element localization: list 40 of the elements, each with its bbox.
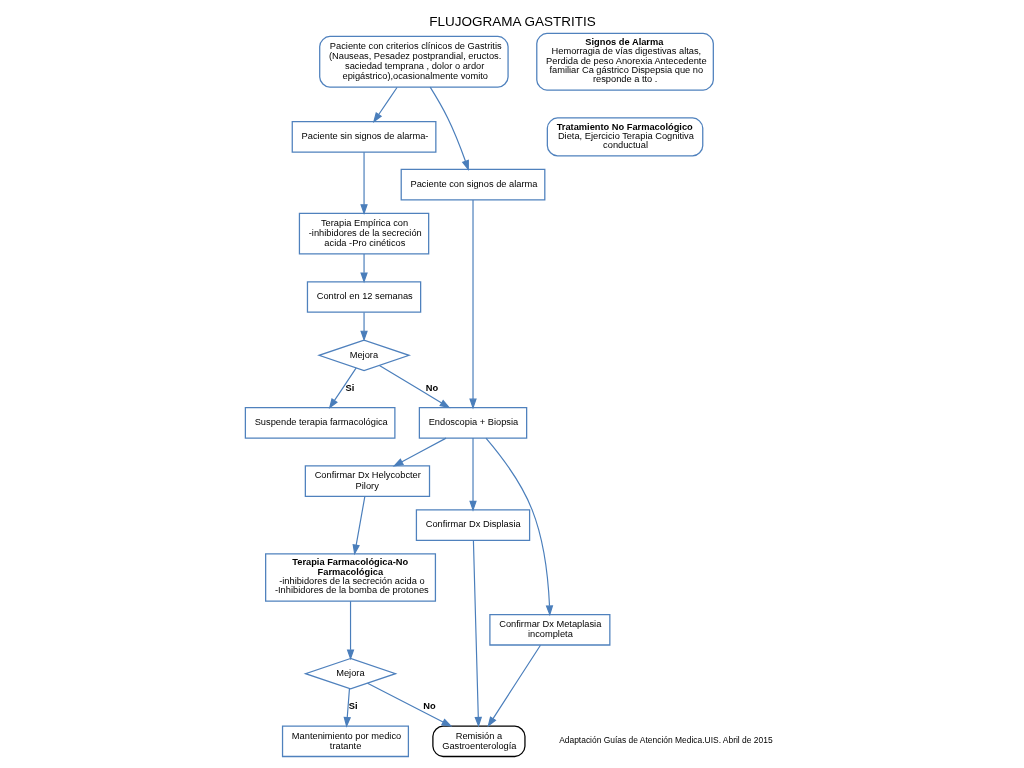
arrow xyxy=(372,86,398,123)
node-box: Terapia Empírica con -inhibidores de la secreción acida -Pro cinéticos xyxy=(298,212,429,255)
caption: Adaptación Guías de Atención Medica.UIS. Abril de 2015 xyxy=(558,735,773,746)
node-box: Paciente sin signos de alarma- xyxy=(291,121,436,153)
node-box: Remisión a Gastroenterología xyxy=(431,725,526,758)
edge-label: No xyxy=(422,701,436,712)
edge-label: Si xyxy=(348,701,358,712)
arrow xyxy=(392,437,447,467)
arrow xyxy=(343,688,351,728)
arrow xyxy=(346,600,354,661)
node-box: Mantenimiento por medico tratante xyxy=(281,725,409,758)
arrow xyxy=(366,682,452,727)
arrow xyxy=(472,539,482,728)
node-box: Confirmar Dx Helycobcter Pilory xyxy=(304,465,430,497)
arrow xyxy=(378,364,450,409)
node-diamond: Mejora xyxy=(303,657,397,690)
arrow xyxy=(359,311,368,342)
edge-label: Si xyxy=(344,382,354,393)
node-box: Confirmar Dx Metaplasia incompleta xyxy=(488,613,610,646)
arrow xyxy=(486,644,541,728)
arrow xyxy=(352,495,365,556)
arrow xyxy=(359,151,368,216)
node-box: Endoscopia + Biopsia xyxy=(418,407,527,439)
arrow xyxy=(328,367,357,410)
arrow xyxy=(468,437,477,512)
edge-label: No xyxy=(425,382,438,393)
node-diamond: Mejora xyxy=(316,339,411,372)
arrow xyxy=(484,437,553,617)
arrow xyxy=(429,86,469,172)
node-box: Confirmar Dx Displasia xyxy=(415,509,530,541)
node-box: Suspende terapia farmacológica xyxy=(244,407,395,439)
arrow xyxy=(359,253,368,284)
node-box: Terapia Farmacológica-No Farmacológica -inhibidores de la secreción acida o -Inhibidores de la bomba de protones xyxy=(264,553,436,602)
node-box: Signos de Alarma Hemorragia de vías digestivas altas, Perdida de peso Anorexia Antecedente familiar Ca gástrico Dispepsia que no responde a tto . xyxy=(535,32,714,91)
diagram-title: FLUJOGRAMA GASTRITIS xyxy=(428,13,596,29)
node-box: Control en 12 semanas xyxy=(306,281,421,313)
node-box: Paciente con criterios clínicos de Gastritis (Nauseas, Pesadez postprandial, eructos. saciedad temprana , dolor o ardor epigástrico),ocasionalmente vomito xyxy=(318,35,509,88)
arrow xyxy=(468,199,477,410)
node-box: Tratamiento No Farmacológico Dieta, Ejercicio Terapia Cognitiva conductual xyxy=(546,117,703,157)
node-box: Paciente con signos de alarma xyxy=(400,168,545,201)
